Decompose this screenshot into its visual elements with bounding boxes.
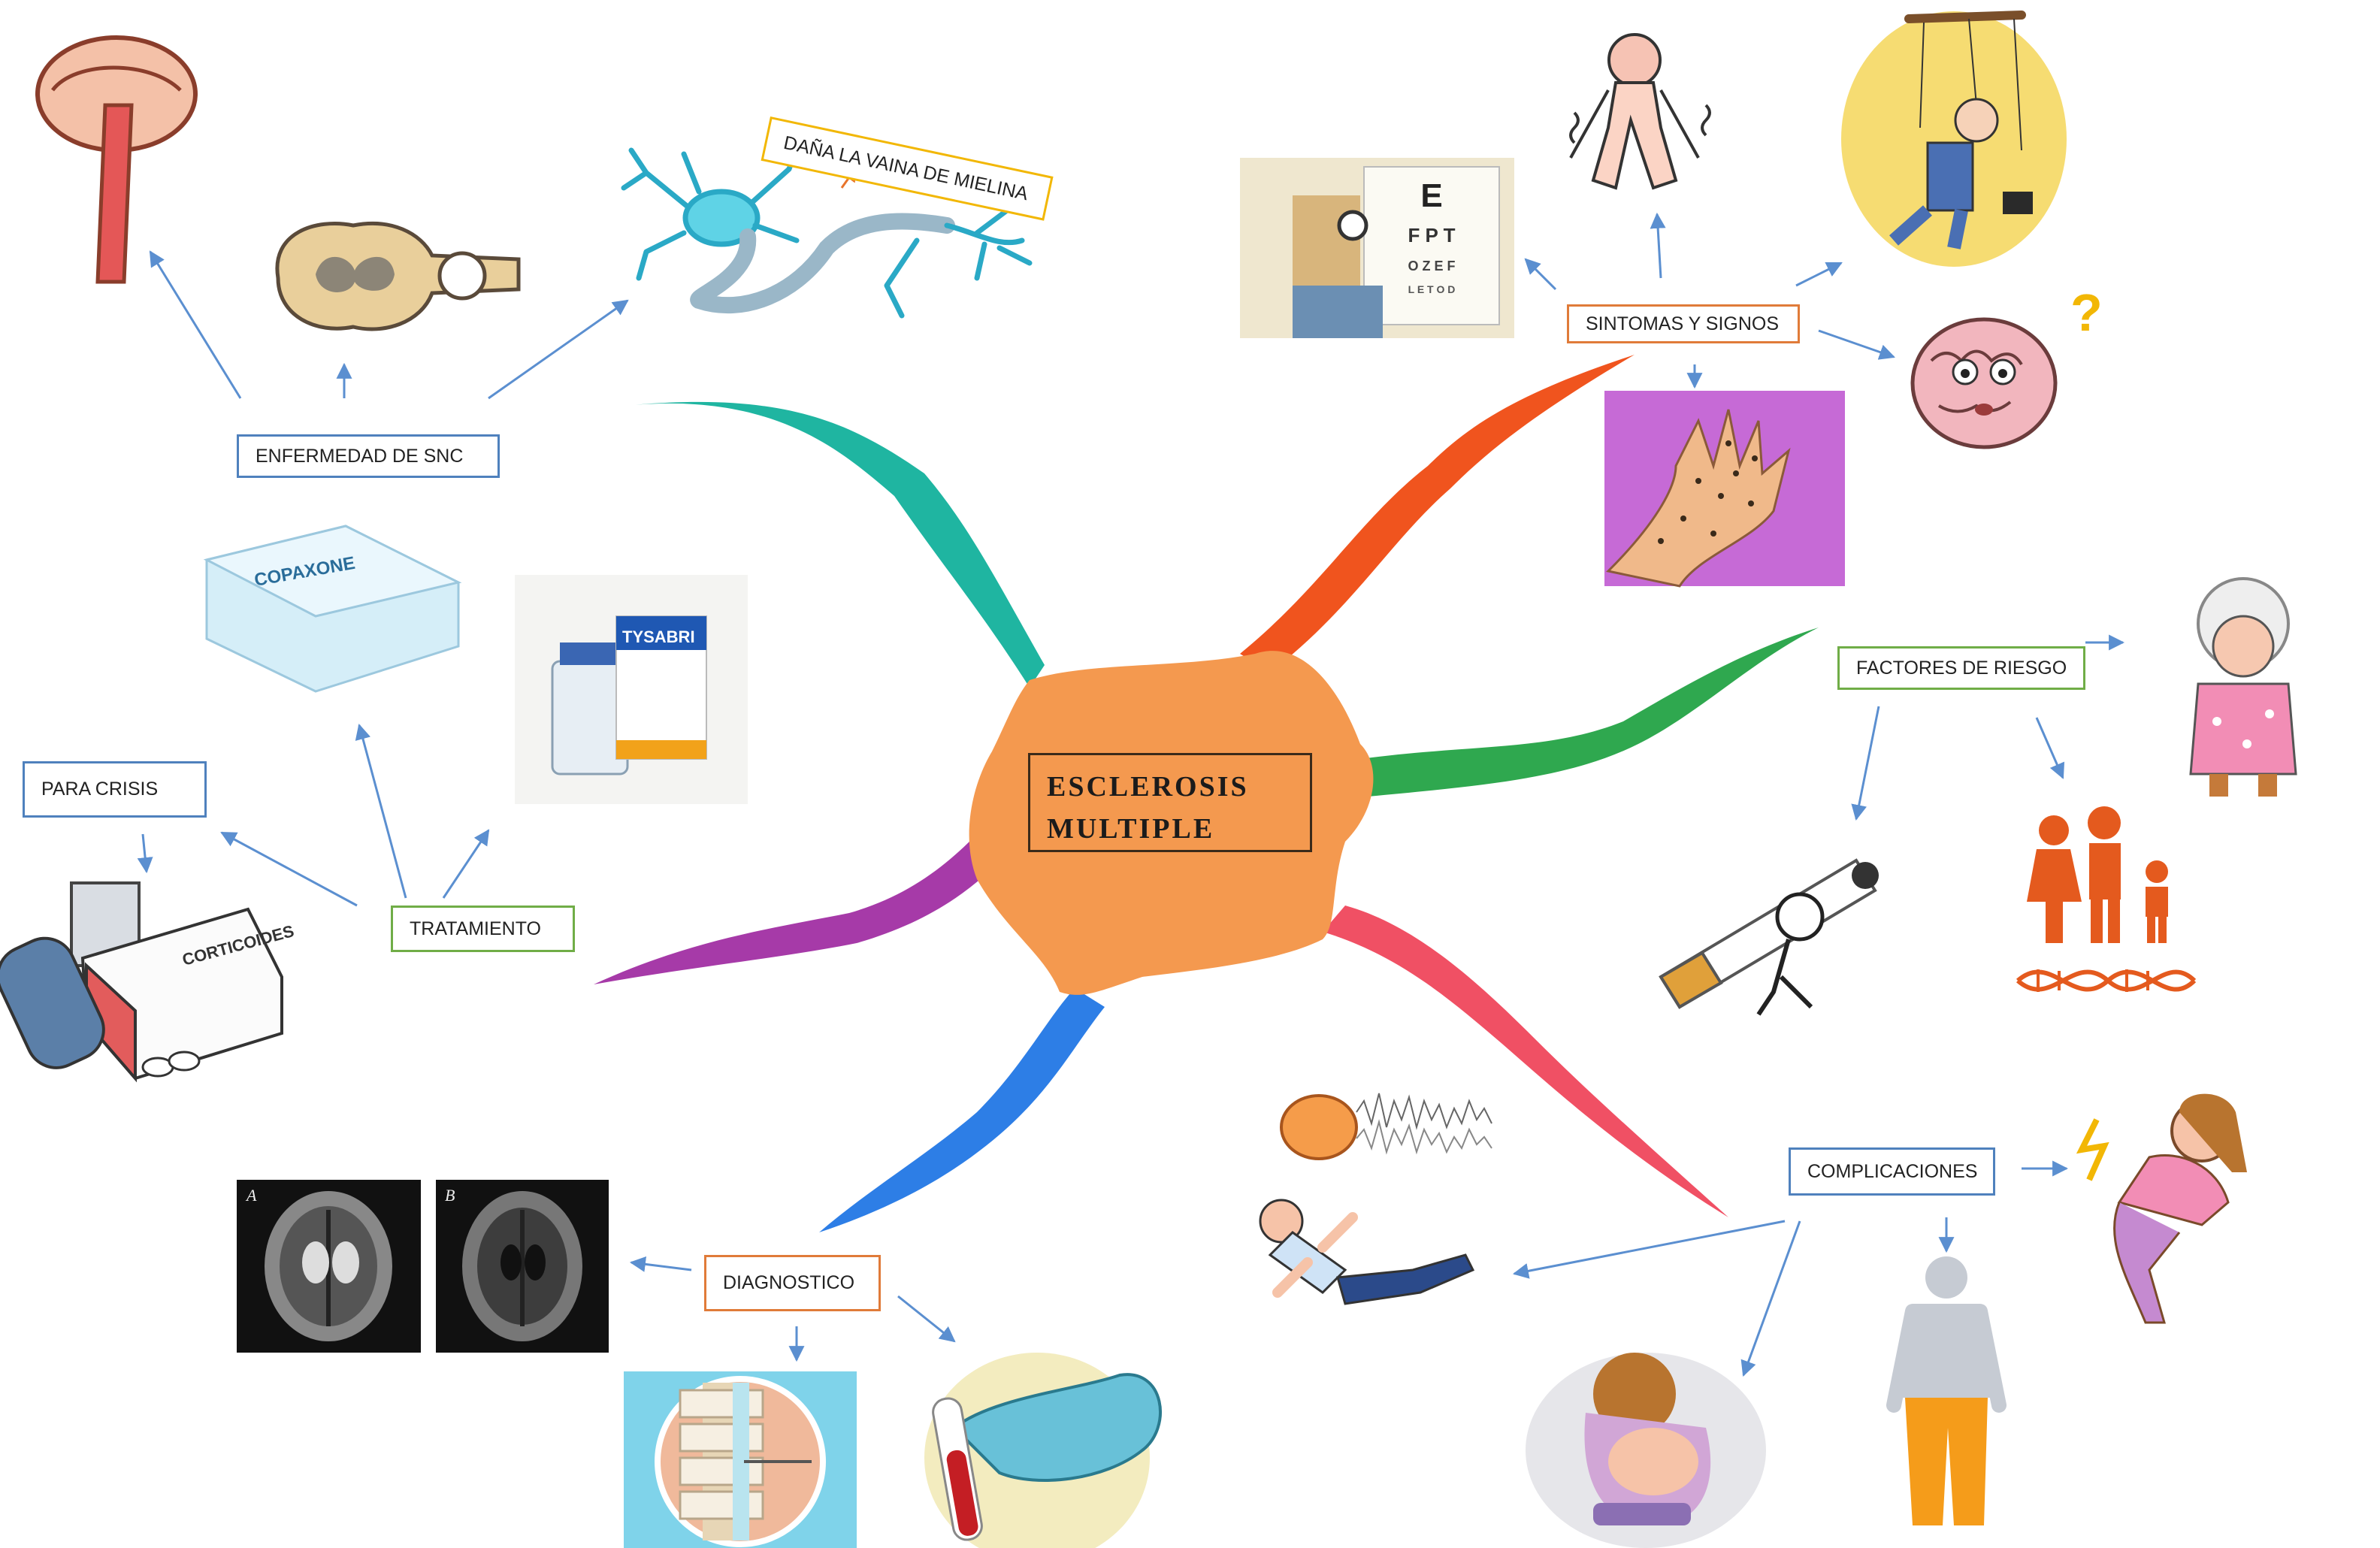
tysabri-box-illustration xyxy=(515,575,748,804)
body-legs-weakness-icon xyxy=(1886,1256,2007,1525)
node-factores-riesgo[interactable]: FACTORES DE RIESGO xyxy=(1837,646,2085,690)
man-falling-icon xyxy=(1259,1199,1475,1305)
mri-scans xyxy=(237,1180,609,1353)
node-tratamiento[interactable]: TRATAMIENTO xyxy=(391,906,575,952)
lumbar-puncture-illustration xyxy=(624,1371,857,1548)
branch-teal xyxy=(624,401,1045,688)
branch-red xyxy=(1323,906,1728,1217)
branch-blue xyxy=(819,988,1105,1232)
woman-pain-icon xyxy=(2076,1093,2247,1324)
spinal-cord-section-icon xyxy=(275,221,521,331)
node-diagnostico[interactable]: DIAGNOSTICO xyxy=(704,1255,881,1311)
node-para-crisis[interactable]: PARA CRISIS xyxy=(23,761,207,818)
eye-chart-letter-4: L E T O D xyxy=(1408,283,1456,295)
neuron-icon xyxy=(621,144,1033,319)
mri-panel-label-b: B xyxy=(445,1186,455,1205)
eye-chart-illustration xyxy=(1240,158,1514,338)
eye-chart-letter-3: O Z E F xyxy=(1408,259,1456,274)
copaxone-box-illustration xyxy=(203,525,462,693)
branch-orange xyxy=(1240,355,1635,673)
node-sintomas-signos[interactable]: SINTOMAS Y SIGNOS xyxy=(1567,304,1800,343)
brain-spinal-icon xyxy=(35,35,198,284)
hand-insects-illustration xyxy=(1604,391,1845,588)
node-enfermedad-snc[interactable]: ENFERMEDAD DE SNC xyxy=(237,434,500,478)
eye-chart-letter-1: E xyxy=(1420,177,1442,214)
center-title: ESCLEROSIS MULTIPLE xyxy=(1028,753,1312,852)
question-mark-icon: ? xyxy=(2070,283,2103,342)
elderly-woman-icon xyxy=(2189,577,2297,797)
blood-test-icon xyxy=(924,1353,1162,1548)
depression-girl-icon xyxy=(1526,1353,1766,1548)
family-genetics-icon xyxy=(2027,806,2168,943)
branches xyxy=(594,355,1819,1232)
confused-brain-icon xyxy=(1910,317,2058,449)
branch-green xyxy=(1360,627,1819,797)
connector-arrows xyxy=(137,212,2125,1377)
corticoides-medication-illustration xyxy=(0,881,283,1083)
mri-panel-label-a: A xyxy=(245,1186,257,1205)
eye-chart-letter-2: F P T xyxy=(1408,224,1455,246)
center-blob xyxy=(969,651,1374,995)
woman-tingling-icon xyxy=(1569,33,1711,190)
branch-purple xyxy=(594,838,984,984)
cigarette-smoking-icon xyxy=(1659,858,1879,1016)
tysabri-box-label: TYSABRI xyxy=(622,627,695,646)
node-complicaciones[interactable]: COMPLICACIONES xyxy=(1789,1147,1995,1196)
dna-helix-icon xyxy=(2016,969,2197,992)
puppet-marionette-icon xyxy=(1841,11,2067,267)
brain-waves-icon xyxy=(1280,1093,1492,1160)
